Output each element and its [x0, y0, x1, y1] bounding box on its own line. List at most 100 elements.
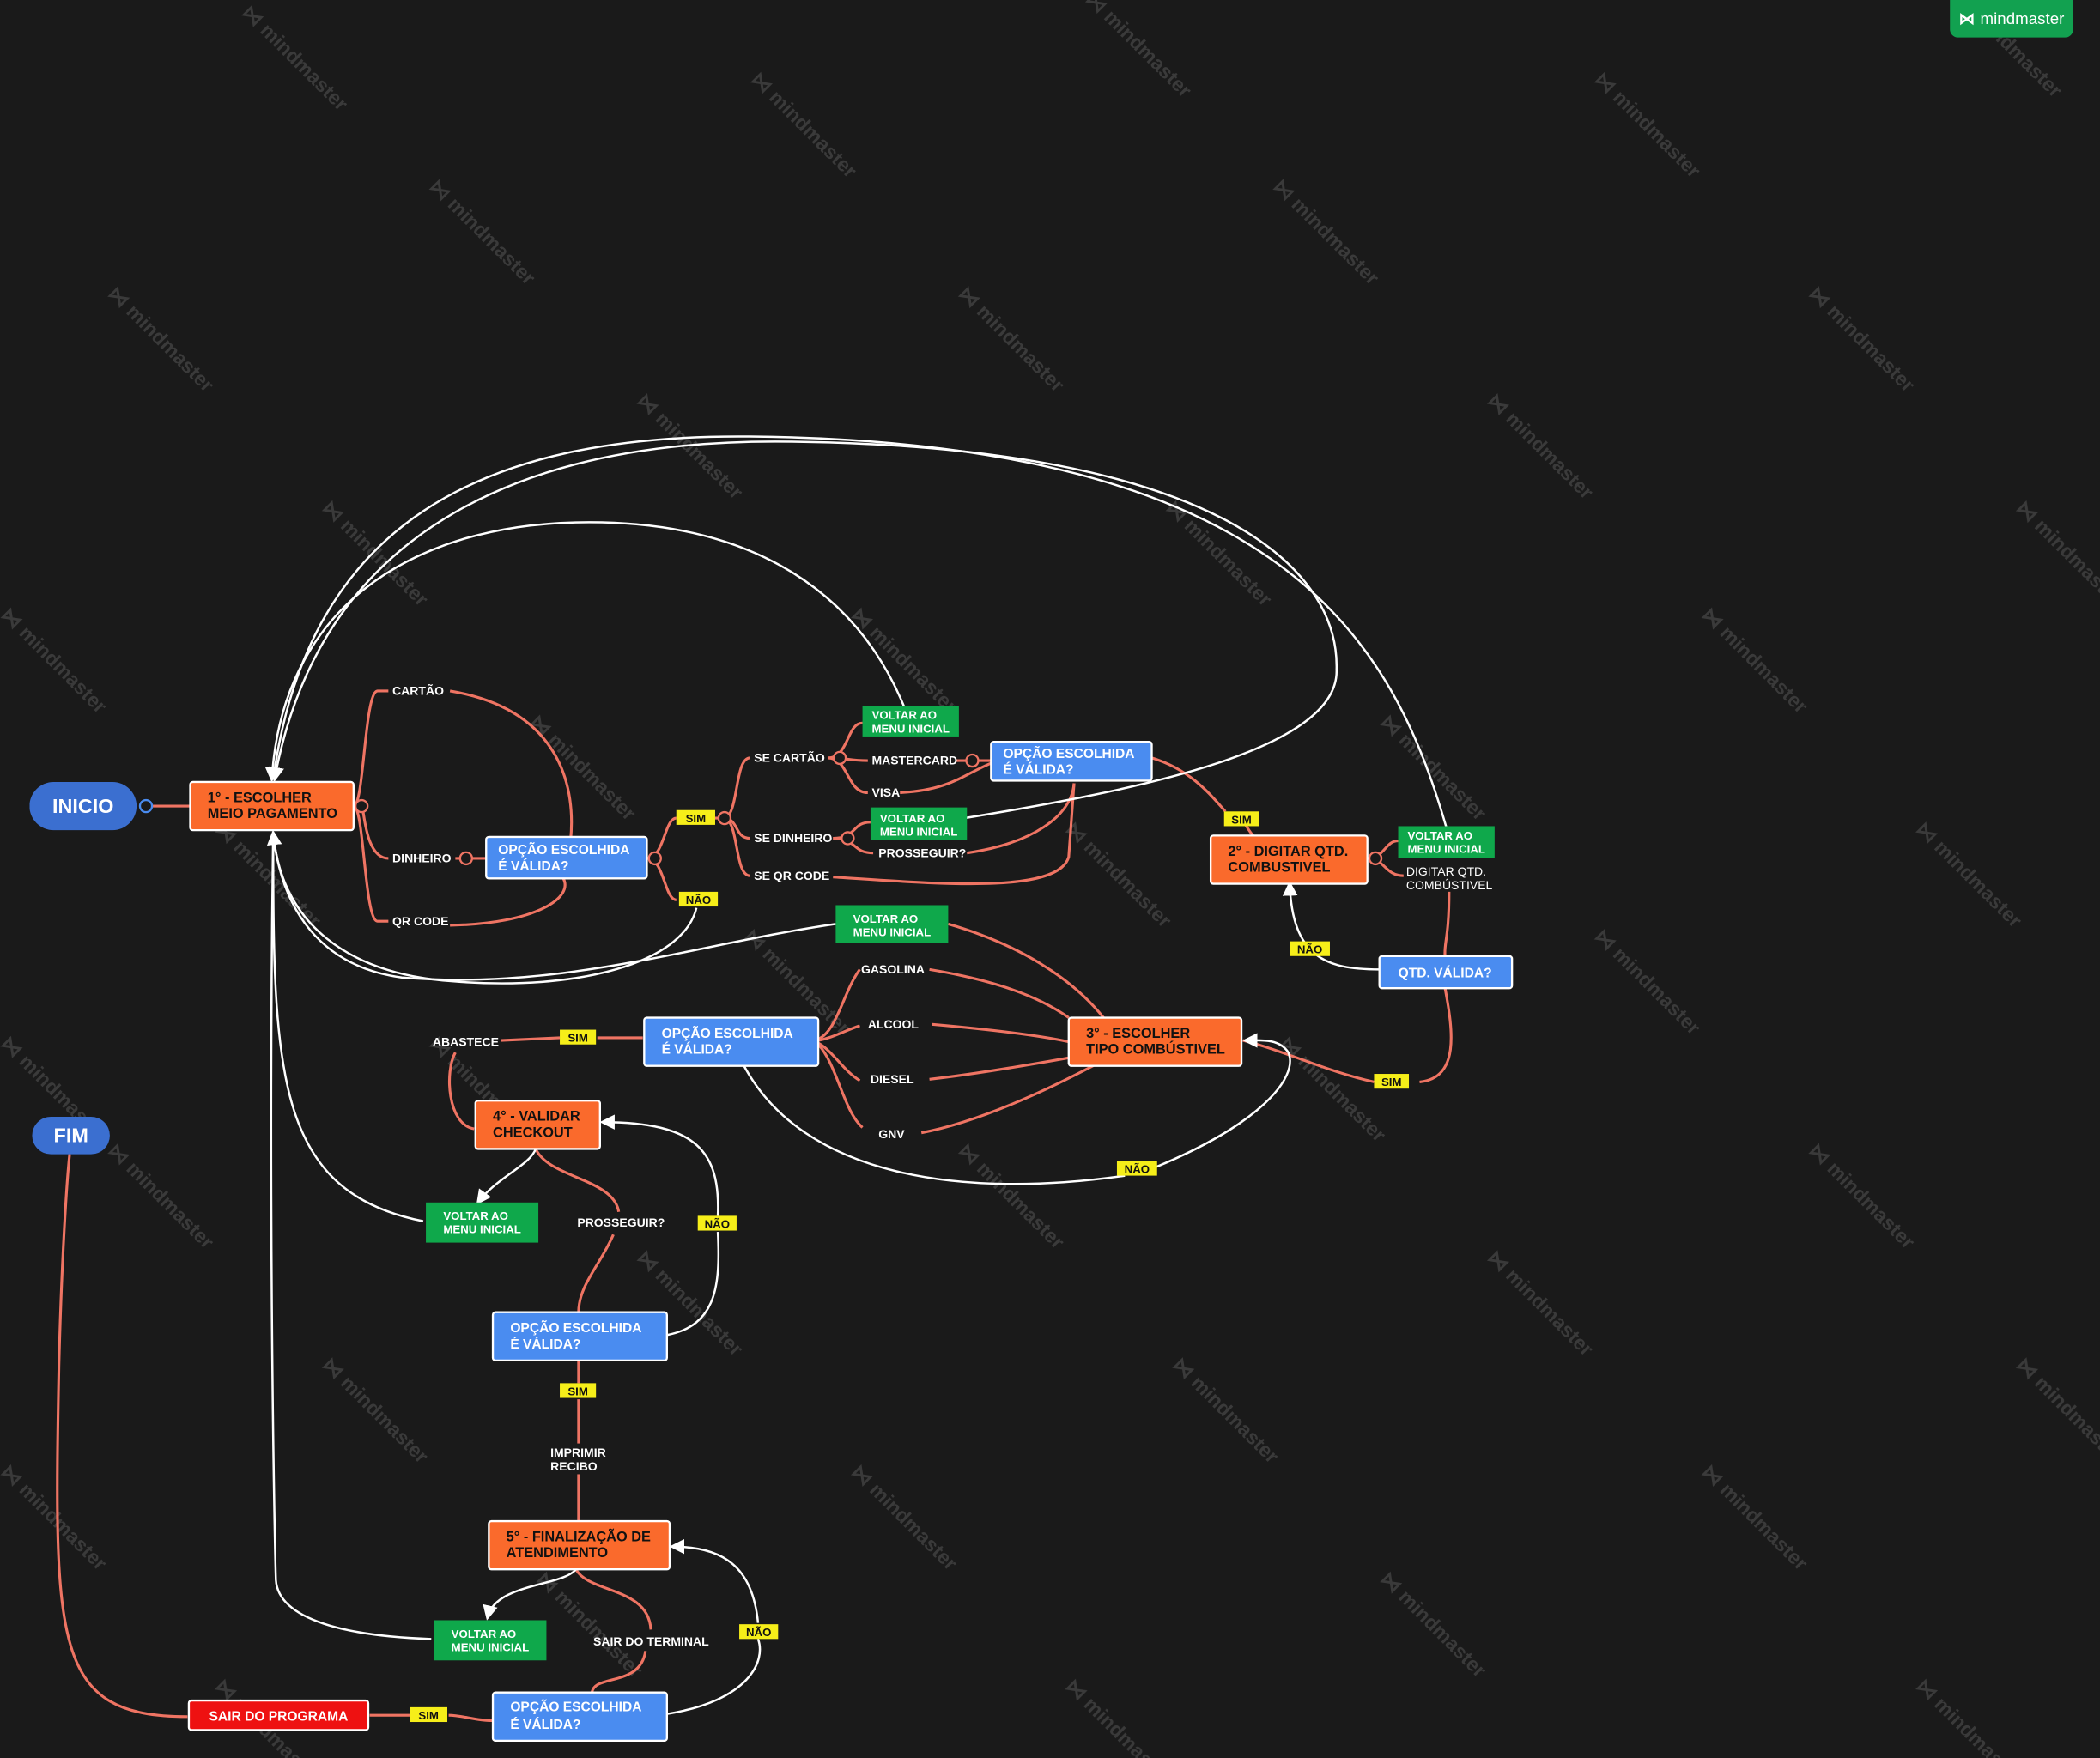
tag-sim-2: SIM — [1223, 811, 1259, 827]
svg-text:NÃO: NÃO — [746, 1626, 771, 1639]
step4-checkout-node[interactable]: 4° - VALIDAR CHECKOUT — [474, 1100, 602, 1150]
watermark-text: ⋈ mindmaster — [104, 282, 218, 396]
label-se-qr-code: SE QR CODE — [754, 869, 829, 882]
watermark-text: ⋈ mindmaster — [104, 1139, 218, 1253]
svg-text:É VÁLIDA?: É VÁLIDA? — [510, 1336, 580, 1352]
svg-text:NÃO: NÃO — [1297, 943, 1322, 956]
label-imprimir: IMPRIMIR — [550, 1446, 606, 1459]
svg-text:FIM: FIM — [54, 1125, 88, 1147]
valid-option-node-b[interactable]: OPÇÃO ESCOLHIDA É VÁLIDA? — [990, 741, 1153, 782]
branch-labels: CARTÃO DINHEIRO QR CODE SE CARTÃO SE DIN… — [392, 683, 1493, 1649]
svg-text:SIM: SIM — [686, 812, 707, 825]
step3-fuel-node[interactable]: 3° - ESCOLHER TIPO COMBÚSTIVEL — [1067, 1016, 1243, 1067]
watermark-text: ⋈ mindmaster — [955, 1139, 1069, 1253]
tag-nao-2: NÃO — [1290, 941, 1330, 956]
watermark-text: ⋈ mindmaster — [1912, 1675, 2026, 1758]
svg-text:É VÁLIDA?: É VÁLIDA? — [662, 1041, 732, 1058]
svg-text:COMBUSTIVEL: COMBUSTIVEL — [1228, 859, 1330, 875]
exit-program-node[interactable]: SAIR DO PROGRAMA — [187, 1699, 370, 1731]
step5-finalize-node[interactable]: 5° - FINALIZAÇÃO DE ATENDIMENTO — [488, 1519, 671, 1571]
svg-text:ATENDIMENTO: ATENDIMENTO — [507, 1545, 609, 1561]
back-to-menu-node-6[interactable]: VOLTAR AO MENU INICIAL — [434, 1620, 547, 1661]
svg-text:VOLTAR AO: VOLTAR AO — [452, 1628, 517, 1640]
label-prosseguir-1: PROSSEGUIR? — [878, 846, 966, 859]
step1-payment-node[interactable]: 1° - ESCOLHER MEIO PAGAMENTO — [189, 780, 355, 832]
svg-text:MENU INICIAL: MENU INICIAL — [1407, 843, 1485, 856]
svg-text:CHECKOUT: CHECKOUT — [493, 1125, 573, 1140]
watermark-text: ⋈ mindmaster — [1698, 603, 1812, 718]
watermark-text: ⋈ mindmaster — [847, 1460, 962, 1574]
svg-text:OPÇÃO ESCOLHIDA: OPÇÃO ESCOLHIDA — [1003, 744, 1134, 761]
step2-quantity-node[interactable]: 2° - DIGITAR QTD. COMBUSTIVEL — [1209, 834, 1369, 885]
mindmaster-brand-badge[interactable]: ⋈ mindmaster — [1950, 0, 2073, 38]
watermark-text: ⋈ mindmaster — [1912, 817, 2026, 931]
watermark-text: ⋈ mindmaster — [211, 817, 325, 931]
svg-text:MENU INICIAL: MENU INICIAL — [880, 825, 958, 838]
brand-name: mindmaster — [1980, 9, 2065, 28]
svg-text:MENU INICIAL: MENU INICIAL — [443, 1223, 521, 1236]
back-to-menu-node-4[interactable]: VOLTAR AO MENU INICIAL — [835, 905, 949, 943]
back-to-menu-node-3[interactable]: VOLTAR AO MENU INICIAL — [1398, 826, 1495, 858]
yes-no-tags: SIM NÃO SIM NÃO SIM SIM NÃO NÃO SIM NÃO … — [410, 809, 1410, 1723]
watermark-text: ⋈ mindmaster — [319, 1353, 433, 1467]
watermark-text: ⋈ mindmaster — [1698, 1460, 1812, 1574]
watermark-text: ⋈ mindmaster — [1168, 1353, 1283, 1467]
svg-text:SIM: SIM — [567, 1032, 588, 1045]
label-visa: VISA — [871, 785, 900, 799]
watermark-text: ⋈ mindmaster — [1376, 1567, 1490, 1682]
svg-text:TIPO COMBÚSTIVEL: TIPO COMBÚSTIVEL — [1086, 1041, 1225, 1058]
svg-text:QTD. VÁLIDA?: QTD. VÁLIDA? — [1399, 965, 1492, 981]
label-sair-terminal: SAIR DO TERMINAL — [593, 1634, 709, 1648]
watermark-text: ⋈ mindmaster — [955, 282, 1069, 396]
svg-text:MEIO PAGAMENTO: MEIO PAGAMENTO — [208, 806, 337, 821]
svg-text:5° - FINALIZAÇÃO DE: 5° - FINALIZAÇÃO DE — [507, 1527, 651, 1544]
svg-text:É VÁLIDA?: É VÁLIDA? — [498, 858, 568, 874]
watermark-text: ⋈ mindmaster — [0, 1460, 112, 1574]
tag-sim-4: SIM — [560, 1029, 597, 1045]
svg-text:VOLTAR AO: VOLTAR AO — [880, 812, 945, 825]
label-gasolina: GASOLINA — [861, 962, 925, 976]
tag-sim-1: SIM — [676, 809, 715, 825]
svg-text:VOLTAR AO: VOLTAR AO — [1407, 829, 1472, 842]
label-recibo: RECIBO — [550, 1459, 598, 1473]
valid-option-node-d[interactable]: OPÇÃO ESCOLHIDA É VÁLIDA? — [491, 1311, 669, 1362]
svg-text:É VÁLIDA?: É VÁLIDA? — [1003, 761, 1073, 778]
watermark-text: ⋈ mindmaster — [532, 1567, 646, 1682]
label-cartao: CARTÃO — [392, 683, 444, 698]
watermark-text: ⋈ mindmaster — [1062, 817, 1176, 931]
valid-option-node-e[interactable]: OPÇÃO ESCOLHIDA É VÁLIDA? — [491, 1691, 669, 1743]
qtd-valid-node[interactable]: QTD. VÁLIDA? — [1378, 955, 1514, 990]
valid-option-node-a[interactable]: OPÇÃO ESCOLHIDA É VÁLIDA? — [485, 835, 648, 880]
label-prosseguir-2: PROSSEGUIR? — [577, 1215, 665, 1229]
watermark-text: ⋈ mindmaster — [1276, 1032, 1390, 1146]
label-gnv: GNV — [878, 1127, 905, 1141]
tag-nao-5: NÃO — [739, 1624, 779, 1640]
watermark-text: ⋈ mindmaster — [1484, 1246, 1598, 1360]
svg-text:VOLTAR AO: VOLTAR AO — [443, 1209, 508, 1222]
svg-text:SIM: SIM — [567, 1385, 588, 1397]
end-node[interactable]: FIM — [32, 1116, 110, 1155]
back-to-menu-node-5[interactable]: VOLTAR AO MENU INICIAL — [426, 1202, 539, 1243]
watermark-text: ⋈ mindmaster — [1062, 1675, 1176, 1758]
back-to-menu-node-1[interactable]: VOLTAR AO MENU INICIAL — [862, 706, 959, 737]
watermark-text: ⋈ mindmaster — [1082, 0, 1196, 101]
start-node[interactable]: INICIO — [29, 781, 137, 831]
valid-option-node-c[interactable]: OPÇÃO ESCOLHIDA É VÁLIDA? — [643, 1016, 820, 1067]
tag-nao-1: NÃO — [678, 891, 719, 907]
label-abastece: ABASTECE — [433, 1034, 499, 1048]
svg-text:3° - ESCOLHER: 3° - ESCOLHER — [1086, 1026, 1190, 1041]
branch-connectors — [56, 689, 1453, 1723]
svg-text:SIM: SIM — [1381, 1076, 1402, 1088]
svg-text:OPÇÃO ESCOLHIDA: OPÇÃO ESCOLHIDA — [510, 1318, 641, 1336]
mindmaster-logo-icon: ⋈ — [1958, 9, 1976, 28]
label-digitar-qtd-2: COMBÚSTIVEL — [1406, 878, 1493, 892]
svg-text:4° - VALIDAR: 4° - VALIDAR — [493, 1109, 580, 1125]
watermark-text: ⋈ mindmaster — [1591, 68, 1705, 182]
watermark-text: ⋈ mindmaster — [1269, 175, 1383, 289]
back-to-menu-node-2[interactable]: VOLTAR AO MENU INICIAL — [870, 807, 968, 840]
label-qr-code: QR CODE — [392, 914, 448, 928]
watermark-text: ⋈ mindmaster — [2012, 496, 2100, 610]
